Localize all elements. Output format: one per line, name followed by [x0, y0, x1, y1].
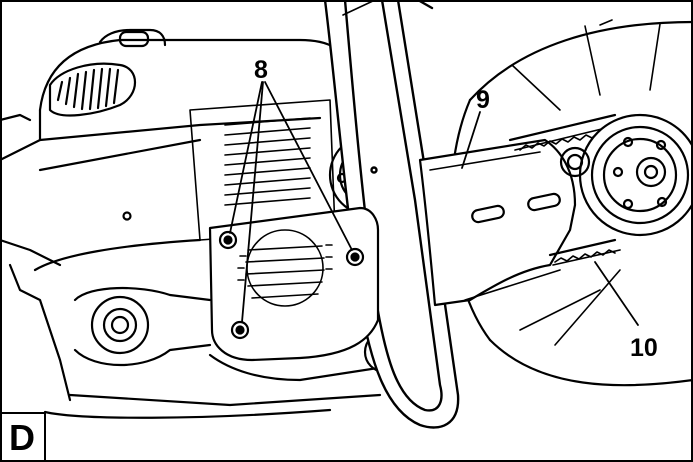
blade-pulley	[559, 113, 693, 237]
cooling-fins	[189, 99, 336, 241]
callout-10: 10	[630, 334, 658, 362]
belt-cover-plate	[208, 206, 380, 362]
cutting-arm	[33, 138, 480, 419]
rear-pulley	[90, 295, 150, 355]
intake-grille	[48, 62, 136, 117]
front-handle	[323, 0, 460, 429]
screw-bottom-left	[230, 320, 250, 340]
callout-9: 9	[476, 86, 490, 114]
screw-right	[345, 247, 365, 267]
callout-leaders	[229, 81, 639, 326]
callout-8: 8	[254, 56, 268, 84]
panel-label: D	[0, 412, 46, 462]
screw-top-left	[218, 230, 238, 250]
cutting-blade	[449, 19, 693, 387]
cover-vent	[237, 229, 333, 307]
belt-guard	[418, 138, 577, 307]
